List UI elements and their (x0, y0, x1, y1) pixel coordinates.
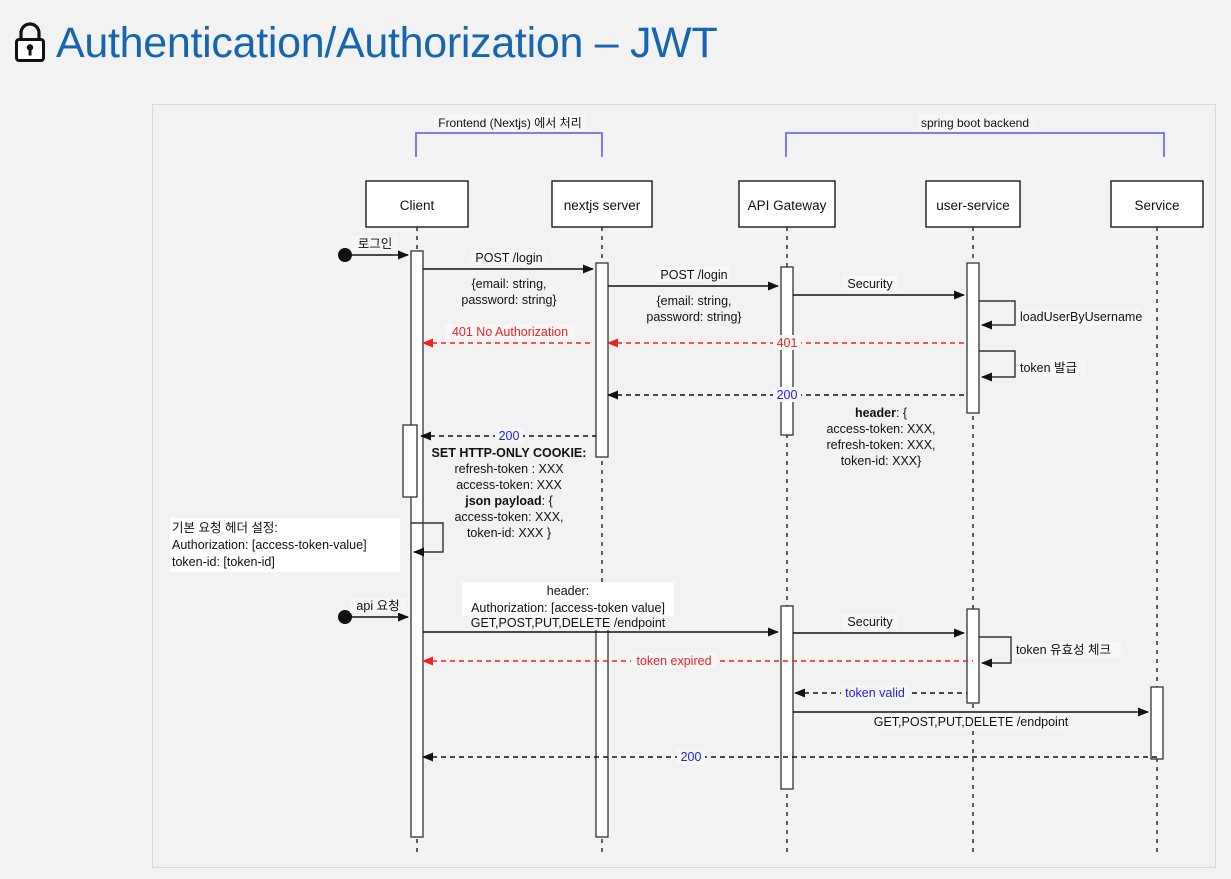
group-bracket-backend: spring boot backend (785, 115, 1165, 157)
message-token-expired: token expired (422, 653, 973, 668)
message-200-to-client: 200 SET HTTP-ONLY COOKIE: refresh-token … (420, 428, 596, 540)
message-401-to-nextjs: 401 (607, 335, 967, 350)
activation-nextjs-2 (595, 612, 609, 838)
message-label-200-header-4: token-id: XXX} (841, 454, 922, 468)
cookie-note-line-2: refresh-token : XXX (454, 462, 564, 476)
actor-start-dot-2 (338, 610, 352, 624)
message-label-token-valid: token valid (845, 686, 905, 700)
endpoint-note-line-2: Authorization: [access-token value] (471, 601, 665, 615)
message-label-post-login-1-body-2: password: string} (461, 293, 556, 307)
participant-label-client: Client (400, 198, 435, 213)
sequence-diagram: Frontend (Nextjs) 에서 처리 spring boot back… (170, 115, 1204, 857)
message-label-api-request: api 요청 (356, 599, 399, 613)
message-label-login: 로그인 (358, 237, 393, 251)
participant-label-service: Service (1134, 198, 1179, 213)
message-post-login-1: POST /login {email: string, password: st… (423, 250, 594, 307)
participant-gateway[interactable]: API Gateway (738, 180, 836, 228)
activation-gateway-1 (780, 266, 794, 436)
message-label-token-issue: token 발급 (1020, 361, 1077, 375)
group-label-backend: spring boot backend (921, 116, 1029, 130)
activation-userservice-2 (966, 608, 980, 704)
activation-client-nested (402, 424, 418, 498)
message-label-200-header-2: access-token: XXX, (826, 422, 935, 436)
message-label-200-nextjs: 200 (777, 388, 798, 402)
message-label-token-validity-check: token 유효성 체크 (1016, 643, 1111, 657)
message-label-200-final: 200 (681, 750, 702, 764)
participant-label-nextjs: nextjs server (564, 198, 641, 213)
lock-icon (15, 22, 45, 62)
activation-service (1150, 686, 1164, 760)
message-label-post-login-2-body-2: password: string} (646, 310, 741, 324)
message-label-security-2: Security (847, 615, 893, 629)
message-label-endpoint-forward: GET,POST,PUT,DELETE /endpoint (874, 715, 1069, 729)
cookie-note-line-4: json payload: { (464, 494, 553, 508)
page-header: Authentication/Authorization – JWT (10, 12, 718, 74)
endpoint-note-line-3: GET,POST,PUT,DELETE /endpoint (471, 616, 666, 630)
message-label-401-no-auth: 401 No Authorization (452, 325, 568, 339)
sequence-diagram-frame: Frontend (Nextjs) 에서 처리 spring boot back… (152, 104, 1216, 868)
message-token-validity-check: token 유효성 체크 (979, 636, 1121, 668)
activation-client (410, 250, 424, 838)
message-label-token-expired: token expired (636, 654, 711, 668)
activation-nextjs-1 (595, 262, 609, 458)
message-token-valid: token valid (794, 685, 967, 700)
participant-label-gateway: API Gateway (748, 198, 827, 213)
message-post-login-2: POST /login {email: string, password: st… (608, 267, 779, 324)
cookie-note-line-1: SET HTTP-ONLY COOKIE: (432, 446, 587, 460)
endpoint-note-line-1: header: (547, 584, 589, 598)
message-endpoint-call: header: Authorization: [access-token val… (423, 582, 779, 637)
message-401-to-client: 401 No Authorization (422, 324, 593, 348)
message-security-1: Security (793, 276, 965, 300)
participant-userservice[interactable]: user-service (925, 180, 1021, 228)
message-label-401: 401 (777, 336, 798, 350)
message-200-final: 200 (422, 749, 1157, 764)
message-api-request-entry: api 요청 (338, 598, 409, 624)
header-note-line-1: 기본 요청 헤더 설정: (172, 521, 278, 535)
header-note-line-2: Authorization: [access-token-value] (172, 538, 367, 552)
message-label-loaduserbyusername: loadUserByUsername (1020, 310, 1142, 324)
actor-start-dot-1 (338, 248, 352, 262)
message-label-security-1: Security (847, 277, 893, 291)
message-label-post-login-2-body-1: {email: string, (656, 294, 731, 308)
message-default-header-setting: 기본 요청 헤더 설정: Authorization: [access-toke… (170, 518, 444, 572)
message-security-2: Security (793, 614, 965, 638)
activation-gateway-2 (780, 605, 794, 790)
message-label-200-header-3: refresh-token: XXX, (826, 438, 935, 452)
message-login-entry: 로그인 (338, 236, 409, 262)
participant-nextjs[interactable]: nextjs server (551, 180, 653, 228)
activation-userservice-1 (966, 262, 980, 414)
message-label-post-login-2: POST /login (660, 268, 727, 282)
header-note-line-3: token-id: [token-id] (172, 555, 275, 569)
message-endpoint-forward: GET,POST,PUT,DELETE /endpoint (793, 707, 1149, 729)
group-bracket-frontend: Frontend (Nextjs) 에서 처리 (415, 115, 603, 157)
cookie-note-line-3: access-token: XXX (456, 478, 562, 492)
cookie-note-line-6: token-id: XXX } (467, 526, 551, 540)
message-200-to-nextjs: 200 header: { access-token: XXX, refresh… (607, 387, 967, 468)
message-label-post-login-1-body-1: {email: string, (471, 277, 546, 291)
message-label-post-login-1: POST /login (475, 251, 542, 265)
cookie-note-line-5: access-token: XXX, (454, 510, 563, 524)
participant-client[interactable]: Client (365, 180, 469, 228)
group-label-frontend: Frontend (Nextjs) 에서 처리 (438, 116, 582, 130)
page-title: Authentication/Authorization – JWT (56, 18, 718, 67)
participant-label-userservice: user-service (936, 198, 1010, 213)
message-loaduserbyusername: loadUserByUsername (979, 300, 1142, 330)
message-token-issue: token 발급 (979, 350, 1085, 382)
message-label-200-client: 200 (499, 429, 520, 443)
participant-service[interactable]: Service (1110, 180, 1204, 228)
message-label-200-header-1: header: { (855, 406, 907, 420)
